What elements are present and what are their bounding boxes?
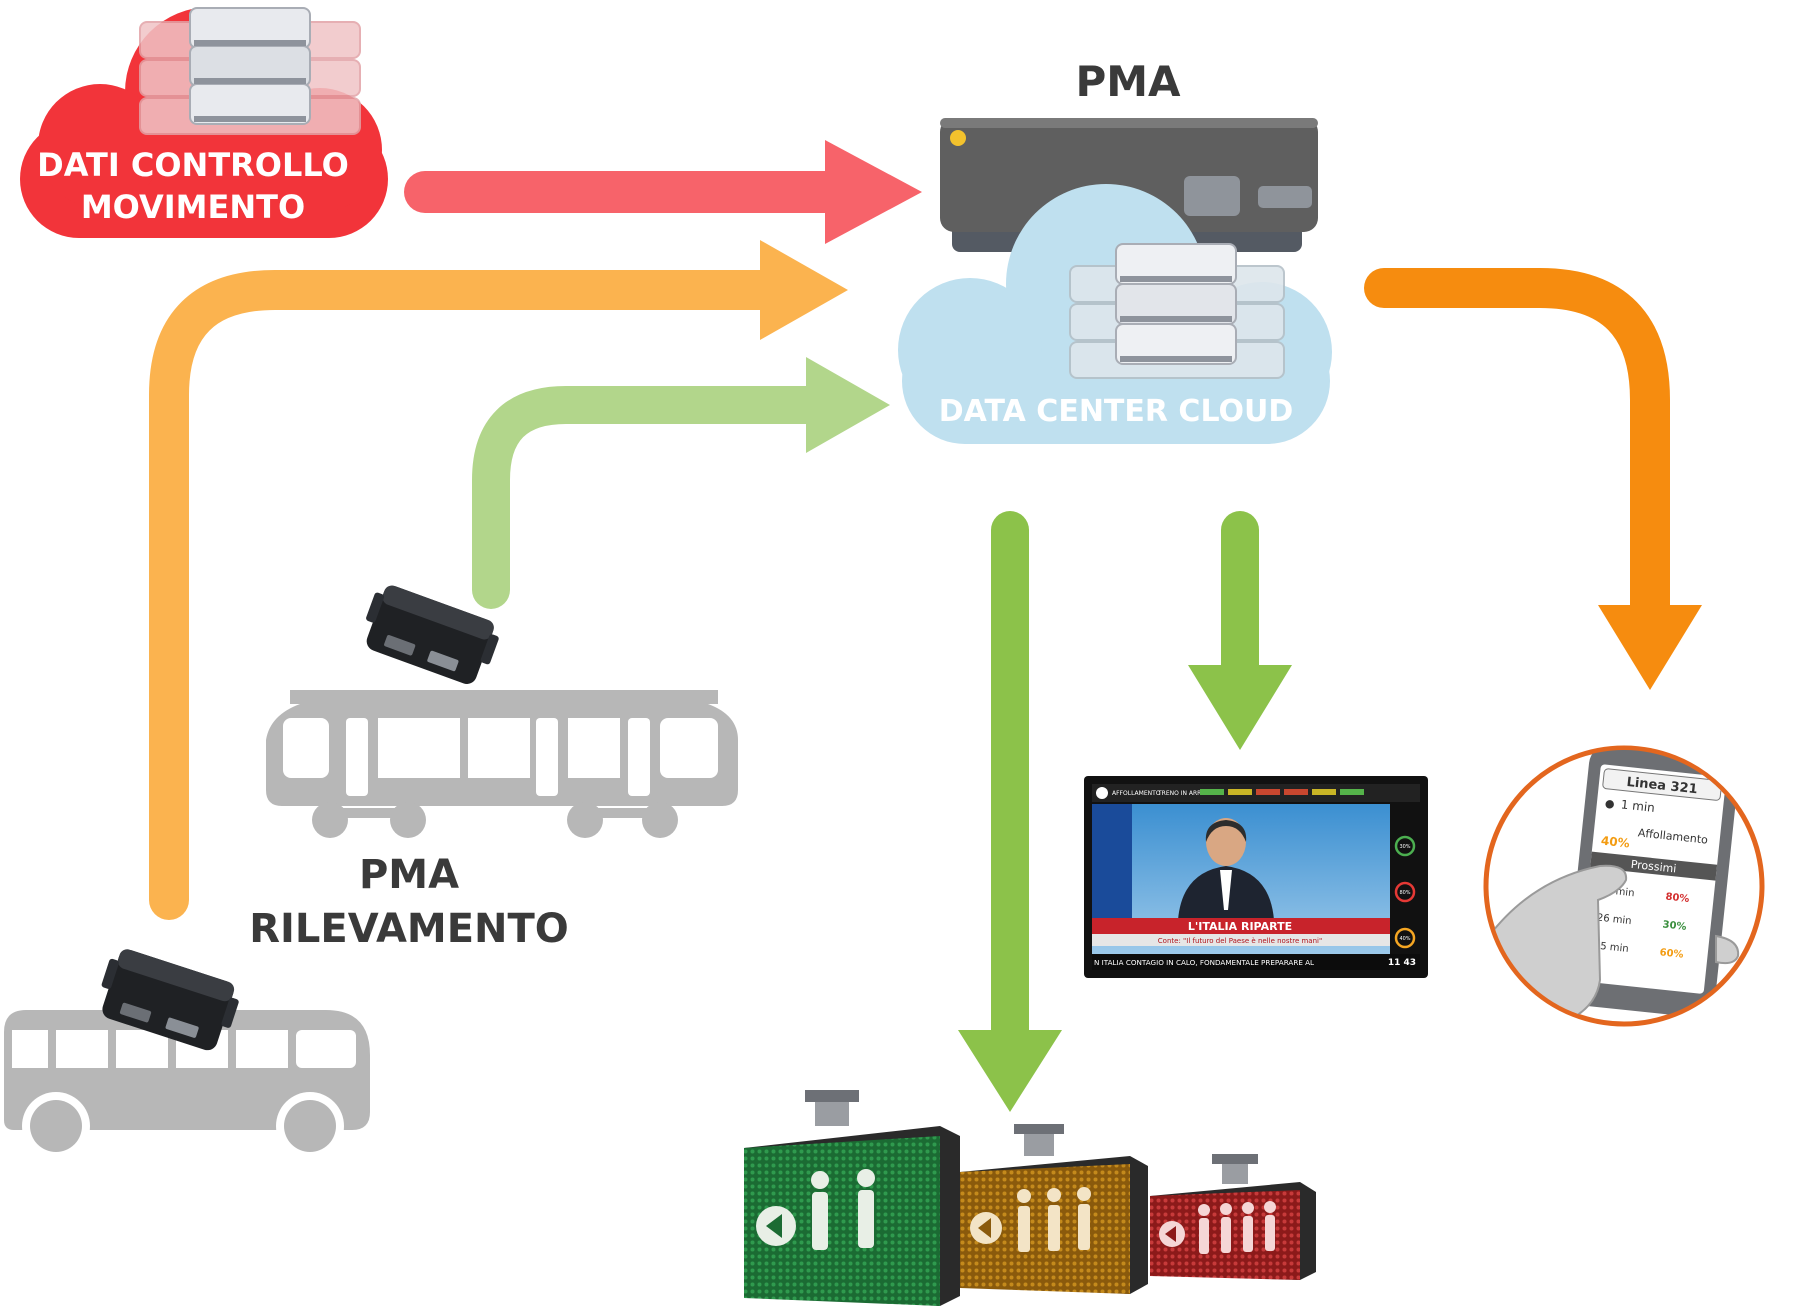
arrow-orange-bus-to-cloud [149, 240, 848, 920]
server-stack-icon [139, 7, 361, 135]
detection-line2: RILEVAMENTO [249, 906, 569, 952]
phone-wait: 1 min [1620, 797, 1655, 814]
phone-next-2-crowd: 30% [1662, 919, 1687, 932]
tv-gauge-2: 80% [1399, 890, 1410, 896]
tv-subline: Conte: "Il futuro del Paese è nelle nost… [1158, 937, 1322, 945]
tv-monitor: AFFOLLAMENTO TRENO IN ARRIVO L'ITALIA RI… [1084, 776, 1428, 978]
arrow-green-cloud-to-led [958, 511, 1062, 1112]
arrow-red-movimento [404, 140, 922, 244]
tv-headline: L'ITALIA RIPARTE [1188, 920, 1292, 933]
detection-line1: PMA [359, 852, 459, 898]
tv-gauge-1: 30% [1399, 844, 1410, 850]
data-center-label: DATA CENTER CLOUD [939, 394, 1294, 429]
phone-line: Linea 321 [1626, 775, 1698, 797]
phone-next-title: Prossimi [1630, 858, 1677, 876]
arrow-green-tram-to-cloud [472, 357, 890, 609]
source-cloud-line1: DATI CONTROLLO [37, 146, 349, 184]
clock-icon: ● [1604, 797, 1615, 811]
data-center-cloud: DATA CENTER CLOUD [898, 184, 1332, 444]
server-stack-icon [1069, 243, 1285, 379]
tv-gauge-3: 40% [1399, 936, 1410, 942]
arrow-orange-cloud-to-phone [1364, 268, 1702, 690]
tv-header-mid: TRENO IN ARRIVO [1157, 790, 1212, 797]
tv-ticker: N ITALIA CONTAGIO IN CALO, FONDAMENTALE … [1094, 958, 1314, 967]
tracker-device-icon [101, 949, 239, 1051]
arrow-green-cloud-to-monitor [1188, 511, 1292, 750]
phone-app-circle: Linea 321 ● 1 min Affollamento 40% Pross… [1483, 745, 1765, 1027]
source-cloud: DATI CONTROLLO MOVIMENTO [20, 7, 388, 238]
phone-next-2-time: 26 min [1596, 913, 1632, 928]
pma-title: PMA [1075, 57, 1181, 106]
led-sign-icon [744, 1090, 1316, 1306]
phone-crowd-value: 40% [1600, 834, 1630, 851]
tram-icon [266, 690, 738, 838]
tracker-device-icon [366, 585, 499, 684]
bus-icon [4, 1010, 370, 1160]
tv-header-left: AFFOLLAMENTO [1112, 790, 1161, 797]
source-cloud-line2: MOVIMENTO [81, 188, 305, 226]
phone-next-1-crowd: 80% [1665, 892, 1690, 905]
phone-next-3-time: 35 min [1593, 940, 1629, 955]
tv-gauges: 30% 80% 40% [1394, 835, 1416, 949]
phone-next-3-crowd: 60% [1659, 947, 1684, 960]
tv-time: 11 43 [1388, 958, 1416, 968]
